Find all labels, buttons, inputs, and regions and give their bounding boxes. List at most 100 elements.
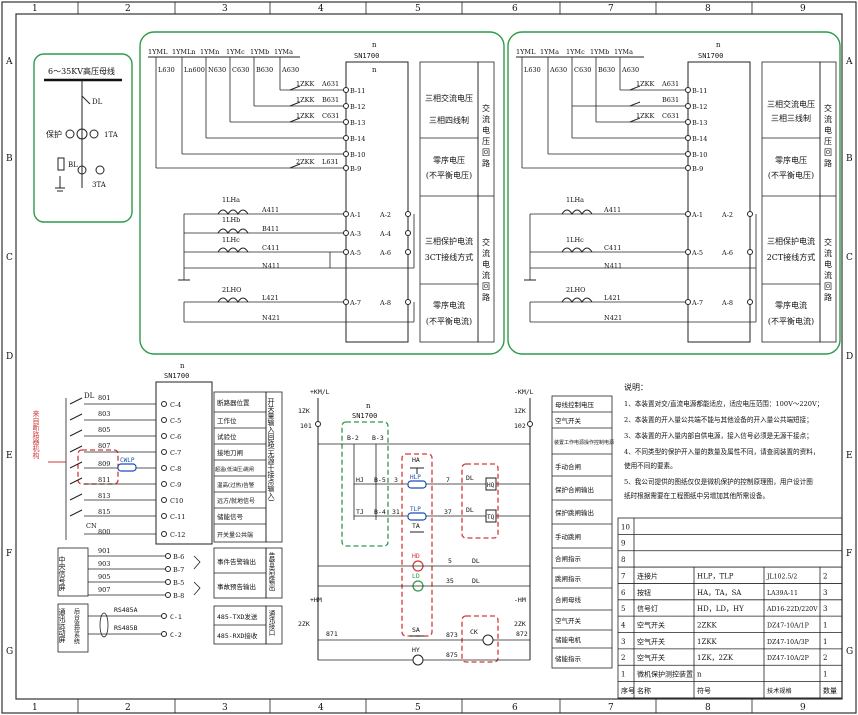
in-term-c8: C-8 [170, 465, 181, 473]
sig-term-b6: B-6 [173, 553, 184, 561]
control-circuit-section: +KM/L -KM/L 1ZK 1ZK 101 102 n SN1700 B-2… [298, 388, 614, 669]
comm-fn-1: 485-TXD发送 [217, 612, 258, 621]
ul-cur-label-2: B411 [262, 225, 279, 233]
grid-column-ticks [77, 2, 753, 713]
ctl-red-group-3 [461, 615, 499, 663]
ur-ct-label-1: 1LHa [566, 196, 584, 204]
ul-a-term-4: A-4 [379, 230, 391, 238]
ctl-hj: HJ [356, 476, 364, 484]
comm-side-label: 通讯接口 [267, 609, 275, 637]
ul-switch-label-3: 1ZKK [296, 112, 315, 120]
bus-1ta-label: 1TA [104, 131, 119, 139]
tlp-link-icon [407, 512, 427, 521]
ul-device-block [345, 61, 409, 343]
bus-protect-label: 保护 [46, 129, 62, 139]
grid-row-d-right: D [846, 352, 853, 362]
ur-side1: 交流电压回路 [824, 103, 833, 170]
in-wire-805: 805 [98, 426, 110, 434]
unit-left-frame [139, 31, 505, 355]
ul-line-label-1: A631 [321, 80, 339, 88]
ctl-b2: B-2 [347, 434, 359, 442]
ul-desc1-line2: 三相四线制 [429, 115, 469, 125]
grid-row-e-right: E [846, 451, 853, 461]
ur-a-terminals [685, 211, 753, 305]
ul-line-label-4: L631 [322, 158, 339, 166]
ur-a-term-8: A-8 [721, 299, 733, 307]
ul-a-terminals [343, 211, 411, 305]
grid-col-1: 1 [32, 4, 38, 14]
bom-cell-no: 2 [621, 654, 625, 662]
ctl-hlp: HLP [410, 474, 421, 481]
ul-voltage-switch-icons [289, 85, 301, 169]
bom-cell-spec: JL102.5/2 [766, 573, 797, 580]
ul-top-label-5: 1YMb [250, 48, 269, 56]
ur-cur-label-4: L421 [604, 294, 621, 302]
in-term-c5: C-5 [170, 417, 181, 425]
ctl-ha: HA [412, 456, 420, 464]
comm-screen-label: 通讯远动屏 [58, 607, 66, 644]
ul-desc1-line1: 三相交流电压 [425, 93, 473, 103]
ctl-fn-6: 保护跳闸输出 [555, 508, 594, 517]
ctl-hm-left: +HM [310, 596, 322, 604]
hq-coil-icon [485, 477, 497, 491]
ul-model-label: SN1700 [354, 52, 379, 60]
ctl-102: 102 [514, 422, 526, 430]
ctl-sa: SA [412, 626, 420, 634]
comm-term-c2: C-2 [170, 631, 182, 639]
ur-line-label-3: C631 [662, 112, 679, 120]
comm-term-c1: C-1 [170, 613, 182, 621]
unit-right: 1YML 1YMa 1YMc 1YMb 1YMa L630 A630 C630 … [507, 31, 841, 355]
ctl-n5: 5 [448, 557, 452, 565]
in-term-c7: C-7 [170, 449, 181, 457]
in-side-label: 开关量输入回路(无源干接点输入) [267, 398, 275, 502]
ctl-873: 873 [446, 631, 458, 639]
ctl-tq: TQ [487, 514, 495, 521]
ul-side2: 交流电流回路 [482, 237, 491, 304]
ur-top-label-1: 1YML [516, 48, 536, 56]
ul-b-term-6: B-9 [350, 165, 361, 173]
ur-desc2-line2: (不平衡电压) [768, 170, 814, 180]
note-4: 4、不同类型的保护开入量的数量及属性不同，请查阅装置的资料， [624, 447, 819, 456]
dl-breaker-icon [81, 95, 91, 105]
ur-b-terminals [685, 87, 691, 171]
ul-top-label-1: 1YML [148, 48, 168, 56]
ur-a-term-5: A-5 [691, 249, 703, 257]
ctl-b3: B-3 [372, 434, 384, 442]
ur-a-term-7: A-7 [691, 299, 703, 307]
ctl-hm-right: -HM [514, 596, 526, 604]
ul-cur-label-1: A411 [261, 206, 279, 214]
notes-section: 说明： 1、本装置对交/直流电源都能适应，适应电压范围：100V～220V； 2… [624, 382, 823, 500]
ul-top-label-4: 1YMc [226, 48, 245, 56]
ul-cur-label-3: C411 [262, 244, 279, 252]
ur-desc2-line1: 零序电压 [775, 155, 807, 165]
inner-frame [15, 13, 843, 700]
ul-ct-label-2: 1LHb [222, 216, 240, 224]
ur-cur-label-3: N411 [604, 262, 622, 270]
ur-switch-label-2: 1ZKK [636, 112, 655, 120]
ctl-fn-8: 合闸指示 [555, 554, 582, 563]
ctl-fn-2: 空气开关 [555, 416, 582, 425]
grid-col-4-bottom: 4 [318, 703, 324, 713]
ctl-fn-9: 跳闸指示 [555, 574, 582, 583]
ur-a-term-1: A-1 [691, 211, 703, 219]
ctl-dl-1: DL [466, 474, 474, 482]
grid-col-2: 2 [125, 4, 131, 14]
comm-fn-2: 485-RXD接收 [217, 631, 258, 640]
bus-dl-label: DL [92, 98, 103, 106]
sig-wire-907: 907 [98, 586, 110, 594]
bus-panel-frame [33, 53, 133, 223]
bom-cell-qty: 1 [823, 638, 827, 646]
ur-top-label-3: 1YMc [566, 48, 585, 56]
ctl-device-label: n [366, 402, 371, 410]
binary-input-section: n SN1700 DL 来自断路器机构 801 803 805 807 809 … [32, 362, 283, 653]
note-5b: 纸时根据需要在工程图纸中另增加其他所需设备。 [624, 491, 769, 500]
bom-cell-spec: DZ47-10A/1P [767, 623, 809, 630]
in-cwlp-label: CWLP [120, 457, 135, 464]
ul-ct-coil-icons [217, 209, 249, 303]
in-term-c11: C-11 [170, 513, 185, 521]
ur-line-label-2: B631 [662, 96, 679, 104]
note-3: 3、本装置的开入量内部自供电源，接入信号必须是无源干接点； [624, 431, 813, 440]
in-cn-label: CN [86, 522, 97, 530]
in-c-terminals [161, 401, 167, 537]
